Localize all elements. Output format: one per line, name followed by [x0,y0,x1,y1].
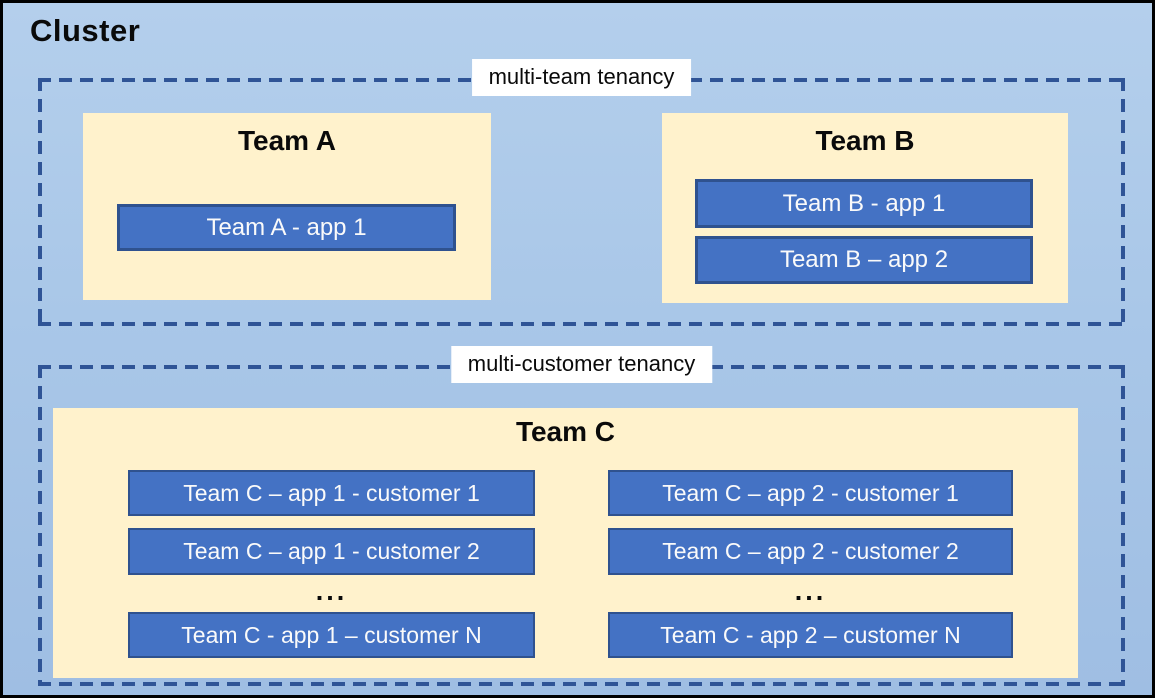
team-c-app2-customer-1: Team C – app 2 - customer 1 [608,470,1013,516]
cluster-title: Cluster [30,13,141,48]
team-c-app1-customer-n: Team C - app 1 – customer N [128,612,535,658]
team-a-title: Team A [237,125,337,156]
team-c-app2-column: Team C – app 2 - customer 1 Team C – app… [608,470,1013,658]
multi-team-tenancy-label: multi-team tenancy [471,59,692,96]
dashed-border-left [38,365,42,686]
team-b-app-2: Team B – app 2 [695,236,1033,284]
team-c-app2-customer-2: Team C – app 2 - customer 2 [608,528,1013,575]
team-a-app-1: Team A - app 1 [117,204,456,251]
dashed-border-right [1121,365,1125,686]
team-c-panel: Team C Team C – app 1 - customer 1 Team … [53,408,1078,678]
dashed-border-bottom [38,682,1125,686]
team-c-app1-customer-1: Team C – app 1 - customer 1 [128,470,535,516]
dashed-border-left [38,78,42,326]
multi-team-tenancy-zone: multi-team tenancy Team A Team A - app 1… [38,59,1125,326]
team-c-app1-ellipsis: ... [315,576,348,606]
dashed-border-right [1121,78,1125,326]
team-c-title: Team C [515,416,616,447]
team-c-app1-customer-2: Team C – app 1 - customer 2 [128,528,535,575]
dashed-border-bottom [38,322,1125,326]
team-b-panel: Team B Team B - app 1 Team B – app 2 [662,113,1068,303]
team-c-app2-customer-n: Team C - app 2 – customer N [608,612,1013,658]
multi-customer-tenancy-zone: multi-customer tenancy Team C Team C – a… [38,346,1125,686]
team-a-panel: Team A Team A - app 1 [83,113,491,300]
team-b-app-1: Team B - app 1 [695,179,1033,228]
team-b-title: Team B [815,125,915,156]
team-c-app1-column: Team C – app 1 - customer 1 Team C – app… [128,470,535,658]
multi-customer-tenancy-label: multi-customer tenancy [450,346,713,383]
team-c-app2-ellipsis: ... [794,576,827,606]
